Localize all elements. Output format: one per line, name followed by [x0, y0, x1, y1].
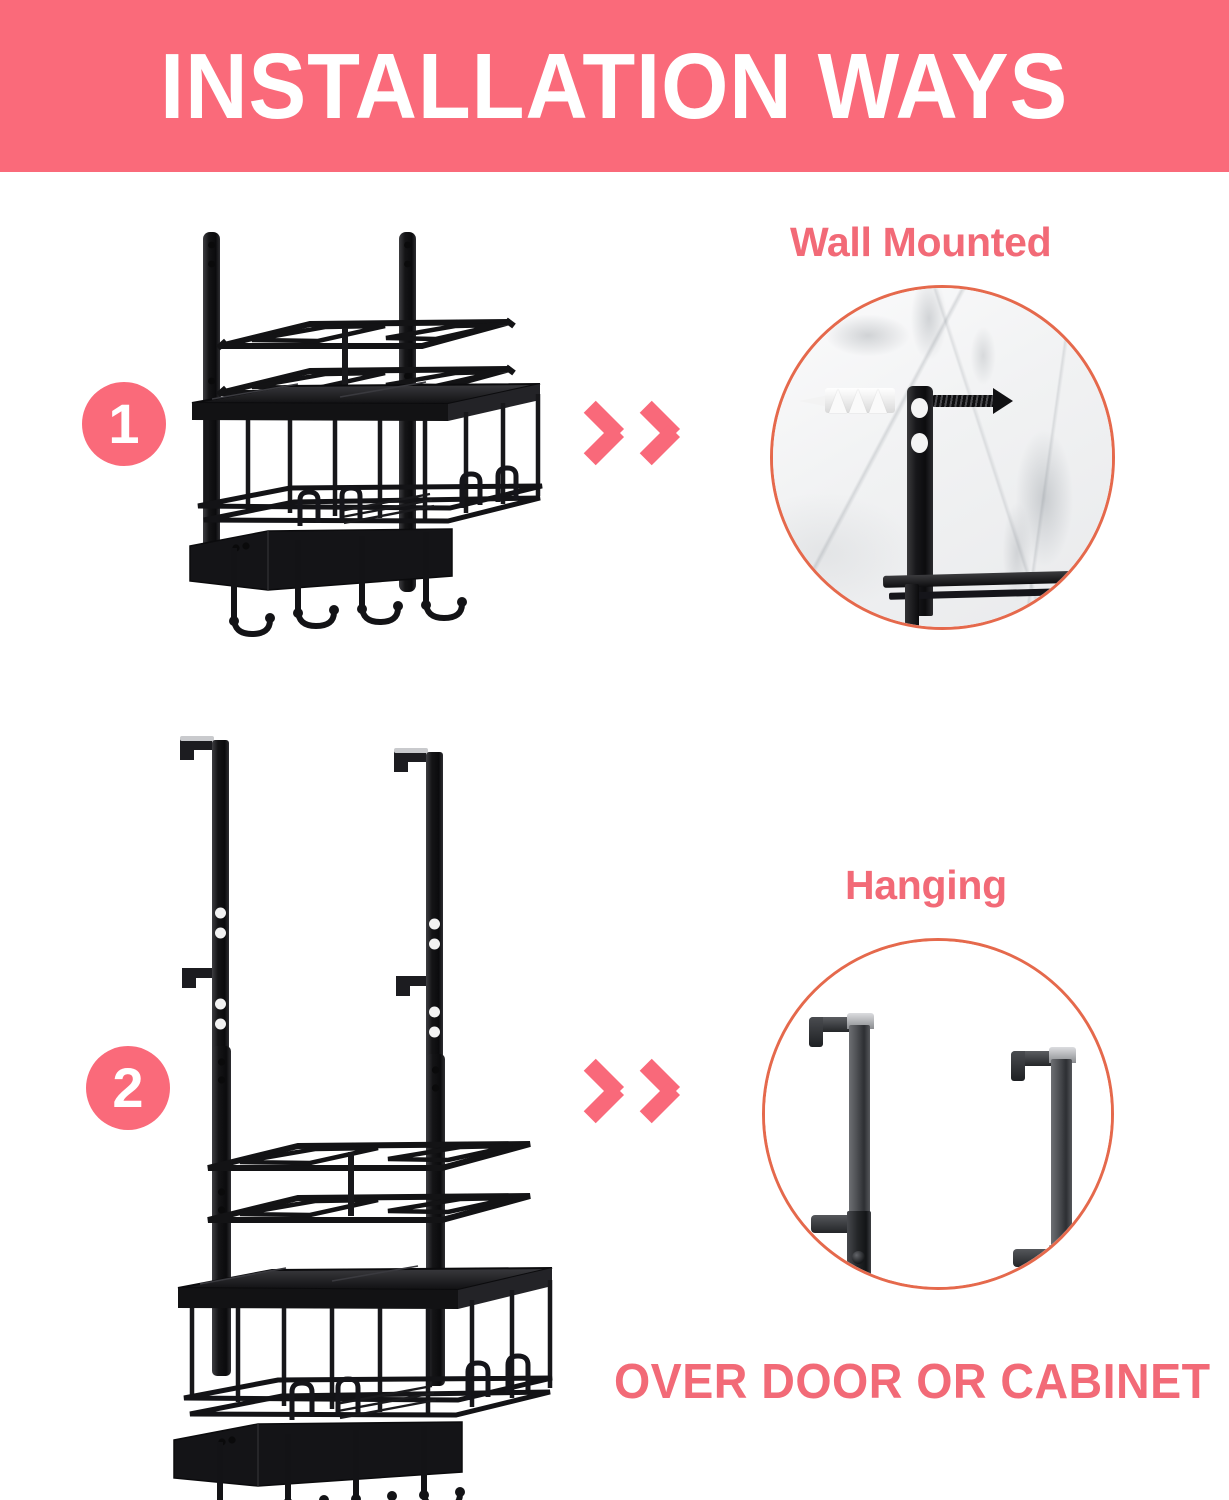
- over-door-or-cabinet-caption: OVER DOOR OR CABINET: [614, 1355, 1211, 1409]
- step-number-badge-1: 1: [82, 382, 166, 466]
- double-hooks: [229, 532, 467, 638]
- over-door-hanger-left-mid: [182, 968, 229, 1066]
- storage-basket-b: [177, 1265, 553, 1420]
- loop-hooks: [297, 465, 519, 526]
- header-banner: INSTALLATION WAYS: [0, 0, 1229, 172]
- arrow-step-2: [600, 1058, 708, 1124]
- screw-icon: [933, 388, 1013, 414]
- loop-hooks-b: [289, 1353, 531, 1420]
- bracket-foot: [905, 584, 919, 627]
- step-number-badge-2: 2: [86, 1046, 170, 1130]
- tier-divider-post: [342, 328, 348, 390]
- over-door-hanger-left: [180, 736, 229, 978]
- wall-mounted-detail-circle: [770, 285, 1115, 630]
- tier-divider-post-b: [348, 1152, 354, 1216]
- chevron-right-icon: [656, 1058, 708, 1124]
- wall-anchor-icon: [799, 387, 895, 414]
- bracket-hole-upper: [911, 398, 928, 418]
- upper-shelf-tier-2-b: [207, 1193, 531, 1223]
- over-door-hanger-right: [394, 748, 443, 990]
- chevron-right-icon: [656, 400, 708, 466]
- hanging-detail-circle: [762, 938, 1114, 1290]
- arrow-step-1: [600, 400, 708, 466]
- hanging-label: Hanging: [845, 862, 1007, 908]
- upper-shelf-tier-1: [216, 317, 516, 351]
- storage-basket: [191, 381, 543, 525]
- product-illustration-over-door: [160, 728, 580, 1500]
- bracket-hole-lower: [911, 433, 928, 453]
- double-hooks-b: [217, 1426, 465, 1500]
- over-door-hanger-right-mid: [396, 976, 443, 1074]
- marble-wall-background: [773, 288, 1112, 627]
- page-title: INSTALLATION WAYS: [160, 33, 1069, 138]
- product-illustration-wall-mounted: [189, 228, 580, 678]
- mounting-bracket-left-2: [212, 1046, 231, 1376]
- hook-mounting-plate: [189, 528, 453, 591]
- upper-shelf-tier-1-b: [207, 1141, 531, 1171]
- hook-mounting-plate-b: [173, 1421, 463, 1487]
- wall-mounted-label: Wall Mounted: [790, 219, 1052, 265]
